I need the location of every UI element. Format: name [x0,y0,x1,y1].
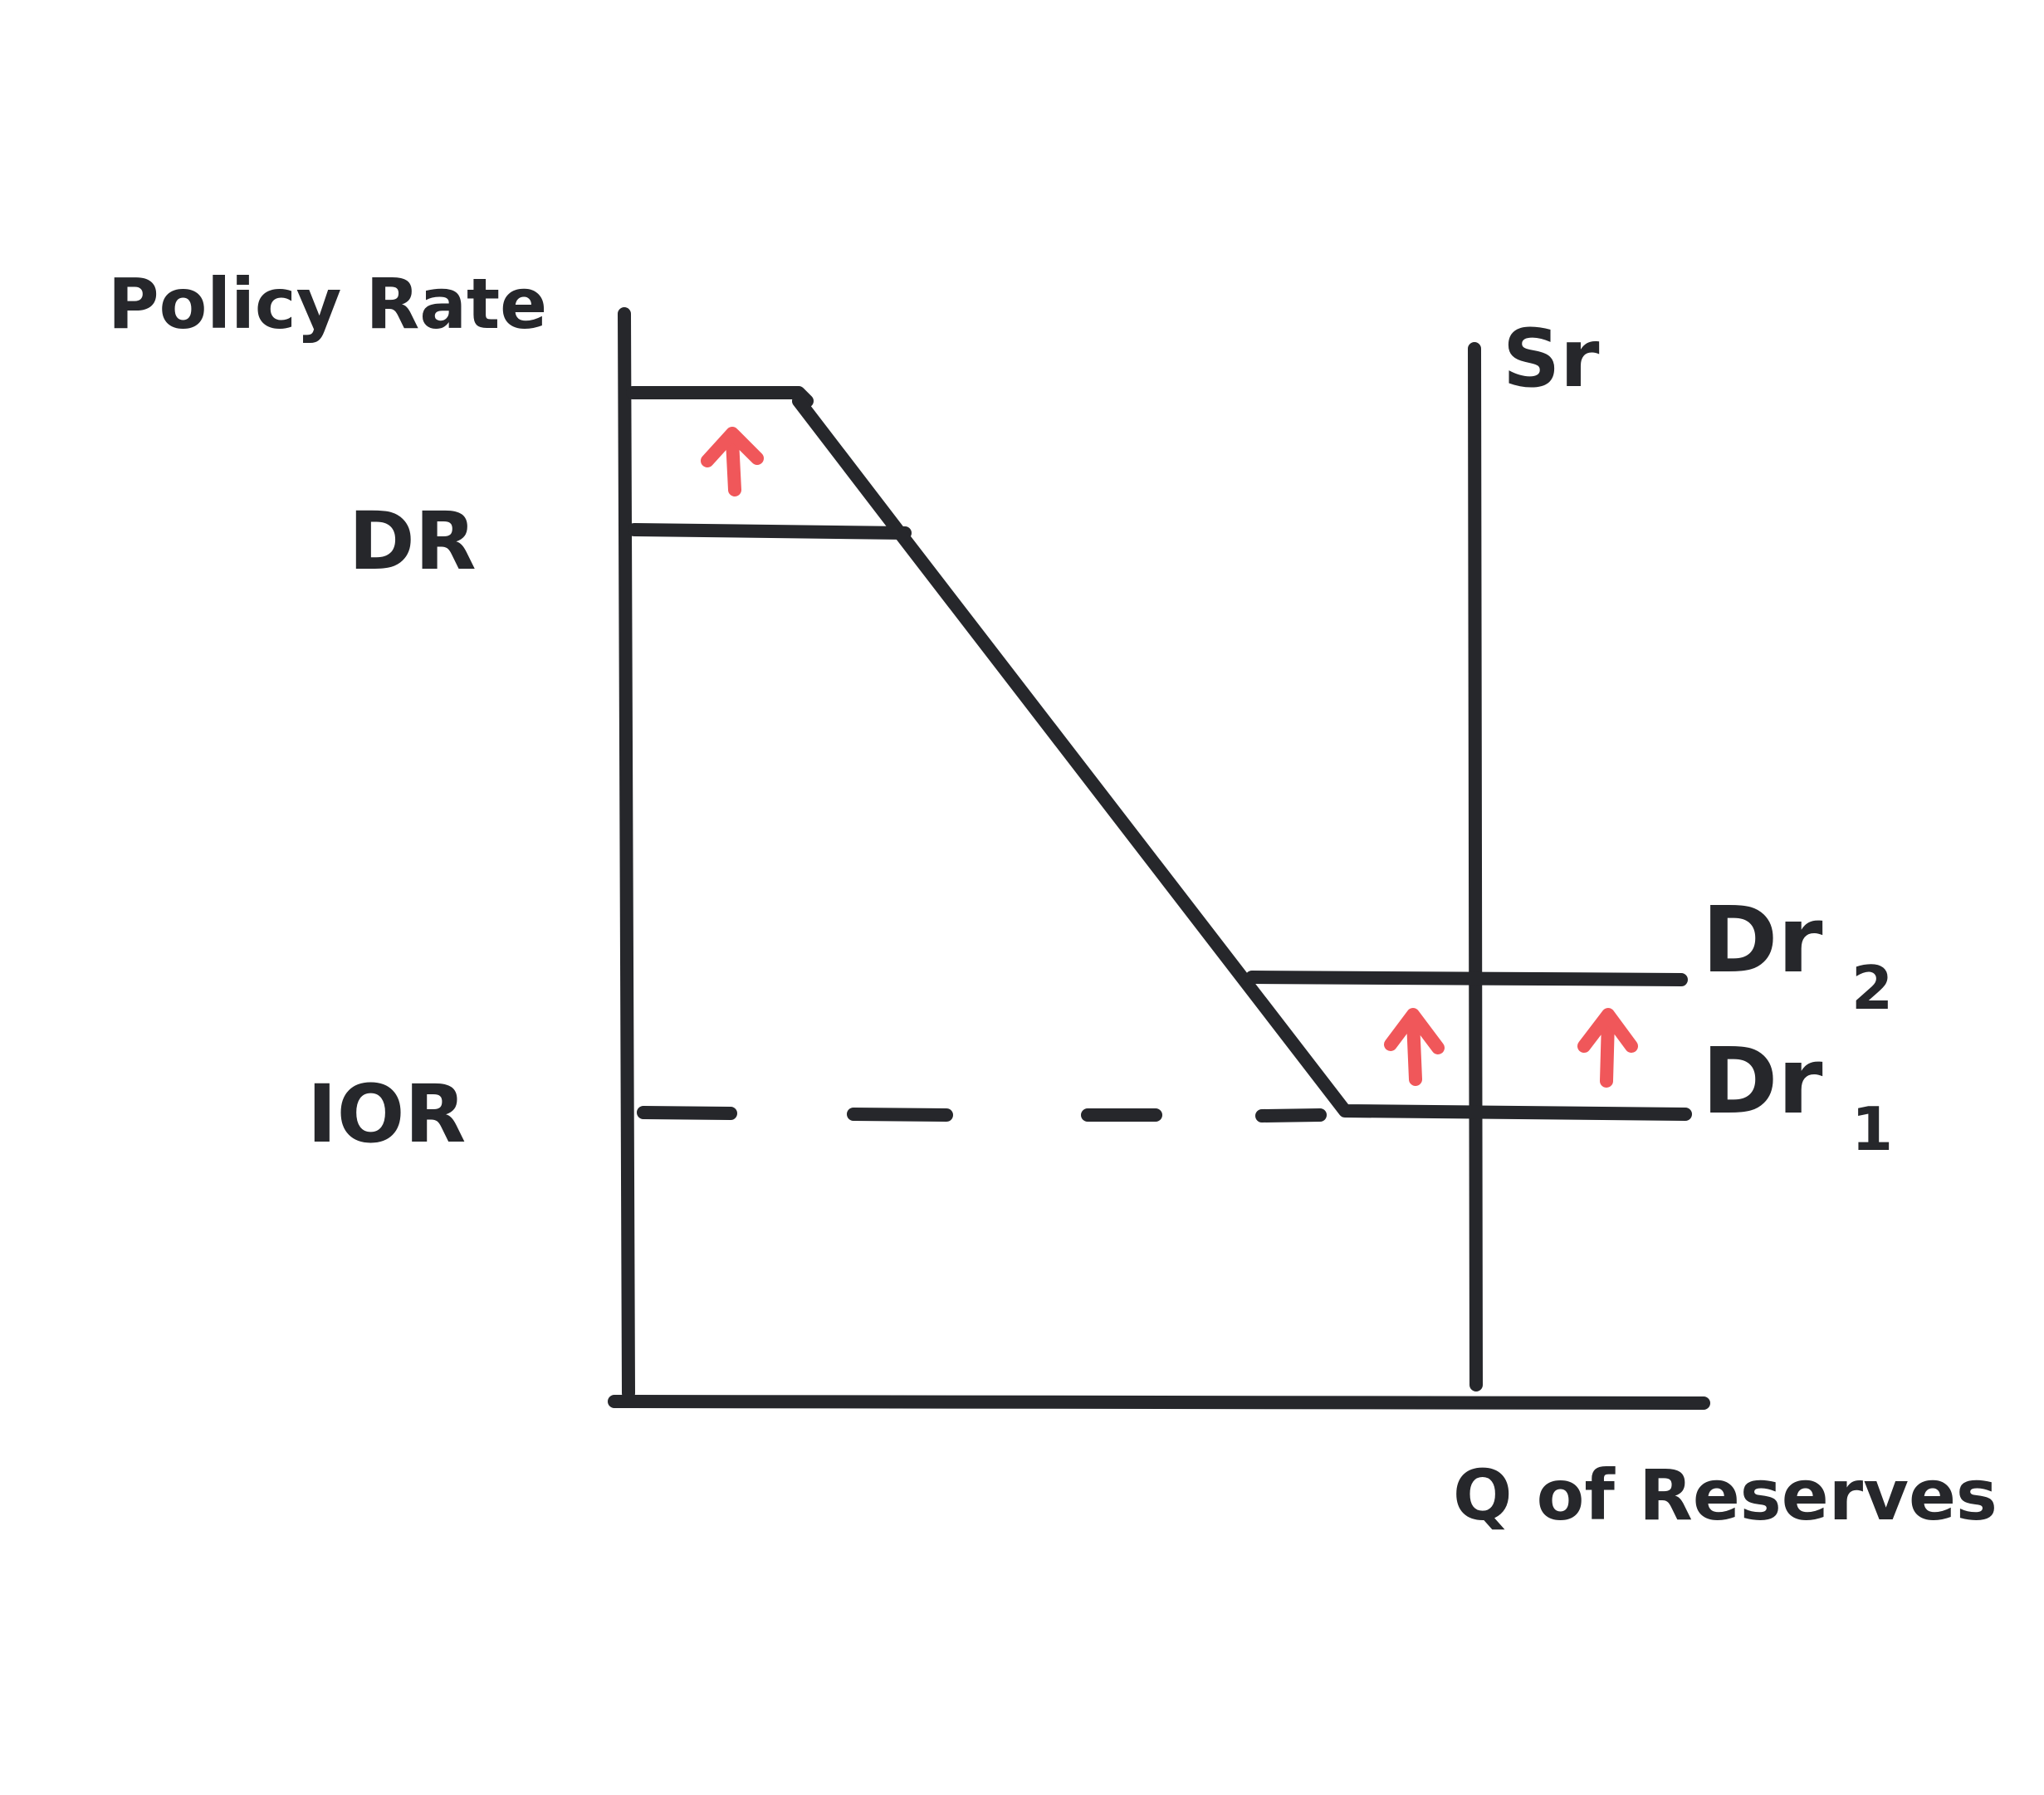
up-arrow-icon [1384,1008,1445,1086]
up-arrow-head [1577,1008,1638,1053]
demand-curve-dr2 [1245,971,1688,986]
supply-line [1468,342,1483,1391]
up-arrow-shaft [1406,1015,1422,1086]
upper-dr-line [626,386,814,408]
up-arrow-head [701,427,764,467]
up-arrow-shaft [1600,1015,1615,1088]
demand-1-label-subscript: 1 [1851,1094,1893,1164]
demand-1-label-main: Dr [1702,1028,1823,1134]
ior-dash [1255,1108,1327,1122]
up-arrow-head [1384,1008,1445,1054]
up-arrow-icon [1577,1008,1638,1088]
demand-2-label: Dr 2 [1702,887,1893,1023]
ior-dash [847,1108,953,1122]
x-axis-label: Q of Reserves [1453,1455,1998,1536]
ior-dashed-line [637,1106,1327,1122]
demand-2-label-main: Dr [1702,887,1823,993]
demand-1-label: Dr 1 [1702,1028,1893,1164]
up-arrow-shaft [726,433,741,496]
supply-label: Sr [1503,312,1600,405]
up-arrow-icon [701,427,764,496]
x-axis-line [608,1395,1710,1410]
discount-rate-line [628,523,912,540]
dr-label: DR [349,495,477,588]
ior-label: IOR [307,1068,466,1161]
y-axis-label: Policy Rate [108,263,547,345]
demand-curve-dr1 [792,394,1692,1121]
y-axis-line [618,307,635,1400]
demand-2-label-subscript: 2 [1851,953,1893,1023]
